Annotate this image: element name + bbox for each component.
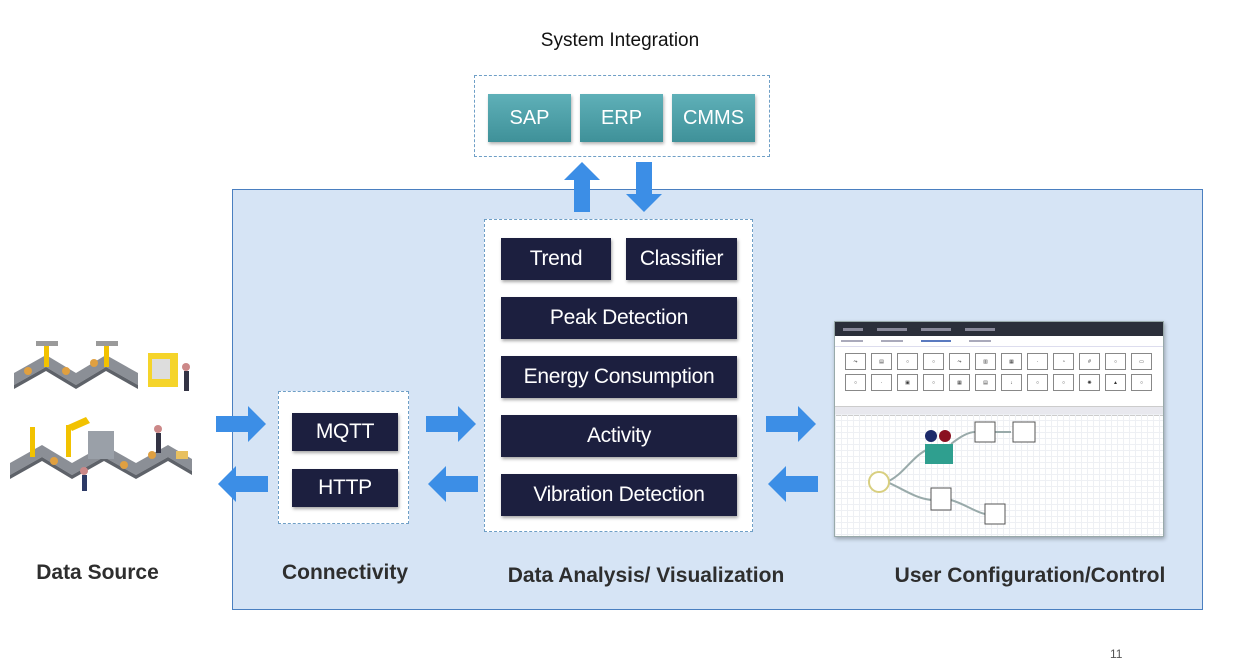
system-integration-title: System Integration bbox=[540, 30, 700, 51]
analysis-config-arrows bbox=[766, 406, 818, 502]
connectivity-analysis-arrows bbox=[426, 406, 478, 502]
arrow-left-icon bbox=[768, 466, 818, 502]
arrow-down-icon bbox=[626, 162, 662, 212]
arrow-right-icon bbox=[216, 406, 266, 442]
integration-arrows bbox=[564, 162, 662, 212]
connectivity-label: Connectivity bbox=[281, 561, 409, 584]
arrow-left-icon bbox=[428, 466, 478, 502]
arrow-up-icon bbox=[564, 162, 600, 212]
mqtt-block: MQTT bbox=[292, 413, 398, 451]
screenshot-topbar bbox=[835, 322, 1163, 336]
arrow-right-icon bbox=[766, 406, 816, 442]
page-number: 11 bbox=[1110, 647, 1123, 661]
trend-block: Trend bbox=[501, 238, 611, 280]
sap-block: SAP bbox=[488, 94, 571, 142]
http-block: HTTP bbox=[292, 469, 398, 507]
classifier-block: Classifier bbox=[626, 238, 737, 280]
data-source-label: Data Source bbox=[36, 561, 159, 584]
user-config-screenshot: ⤳▤○○ ⤳▥▦· ◔#○▭ ○·▣○ ▦▤↓○ ○✺▲○ bbox=[834, 321, 1164, 537]
screenshot-processor-grid: ⤳▤○○ ⤳▥▦· ◔#○▭ ○·▣○ ▦▤↓○ ○✺▲○ bbox=[835, 347, 1163, 397]
vibration-detection-block: Vibration Detection bbox=[501, 474, 737, 516]
analysis-label: Data Analysis/ Visualization bbox=[507, 564, 785, 587]
factory-conveyor-illustration bbox=[10, 341, 192, 491]
energy-consumption-block: Energy Consumption bbox=[501, 356, 737, 398]
activity-block: Activity bbox=[501, 415, 737, 457]
screenshot-tabs bbox=[835, 336, 1163, 347]
peak-detection-block: Peak Detection bbox=[501, 297, 737, 339]
source-connectivity-arrows bbox=[216, 406, 268, 502]
erp-block: ERP bbox=[580, 94, 663, 142]
arrow-right-icon bbox=[426, 406, 476, 442]
screenshot-flow-canvas bbox=[835, 414, 1163, 536]
user-config-label: User Configuration/Control bbox=[894, 564, 1166, 587]
arrow-left-icon bbox=[218, 466, 268, 502]
cmms-block: CMMS bbox=[672, 94, 755, 142]
